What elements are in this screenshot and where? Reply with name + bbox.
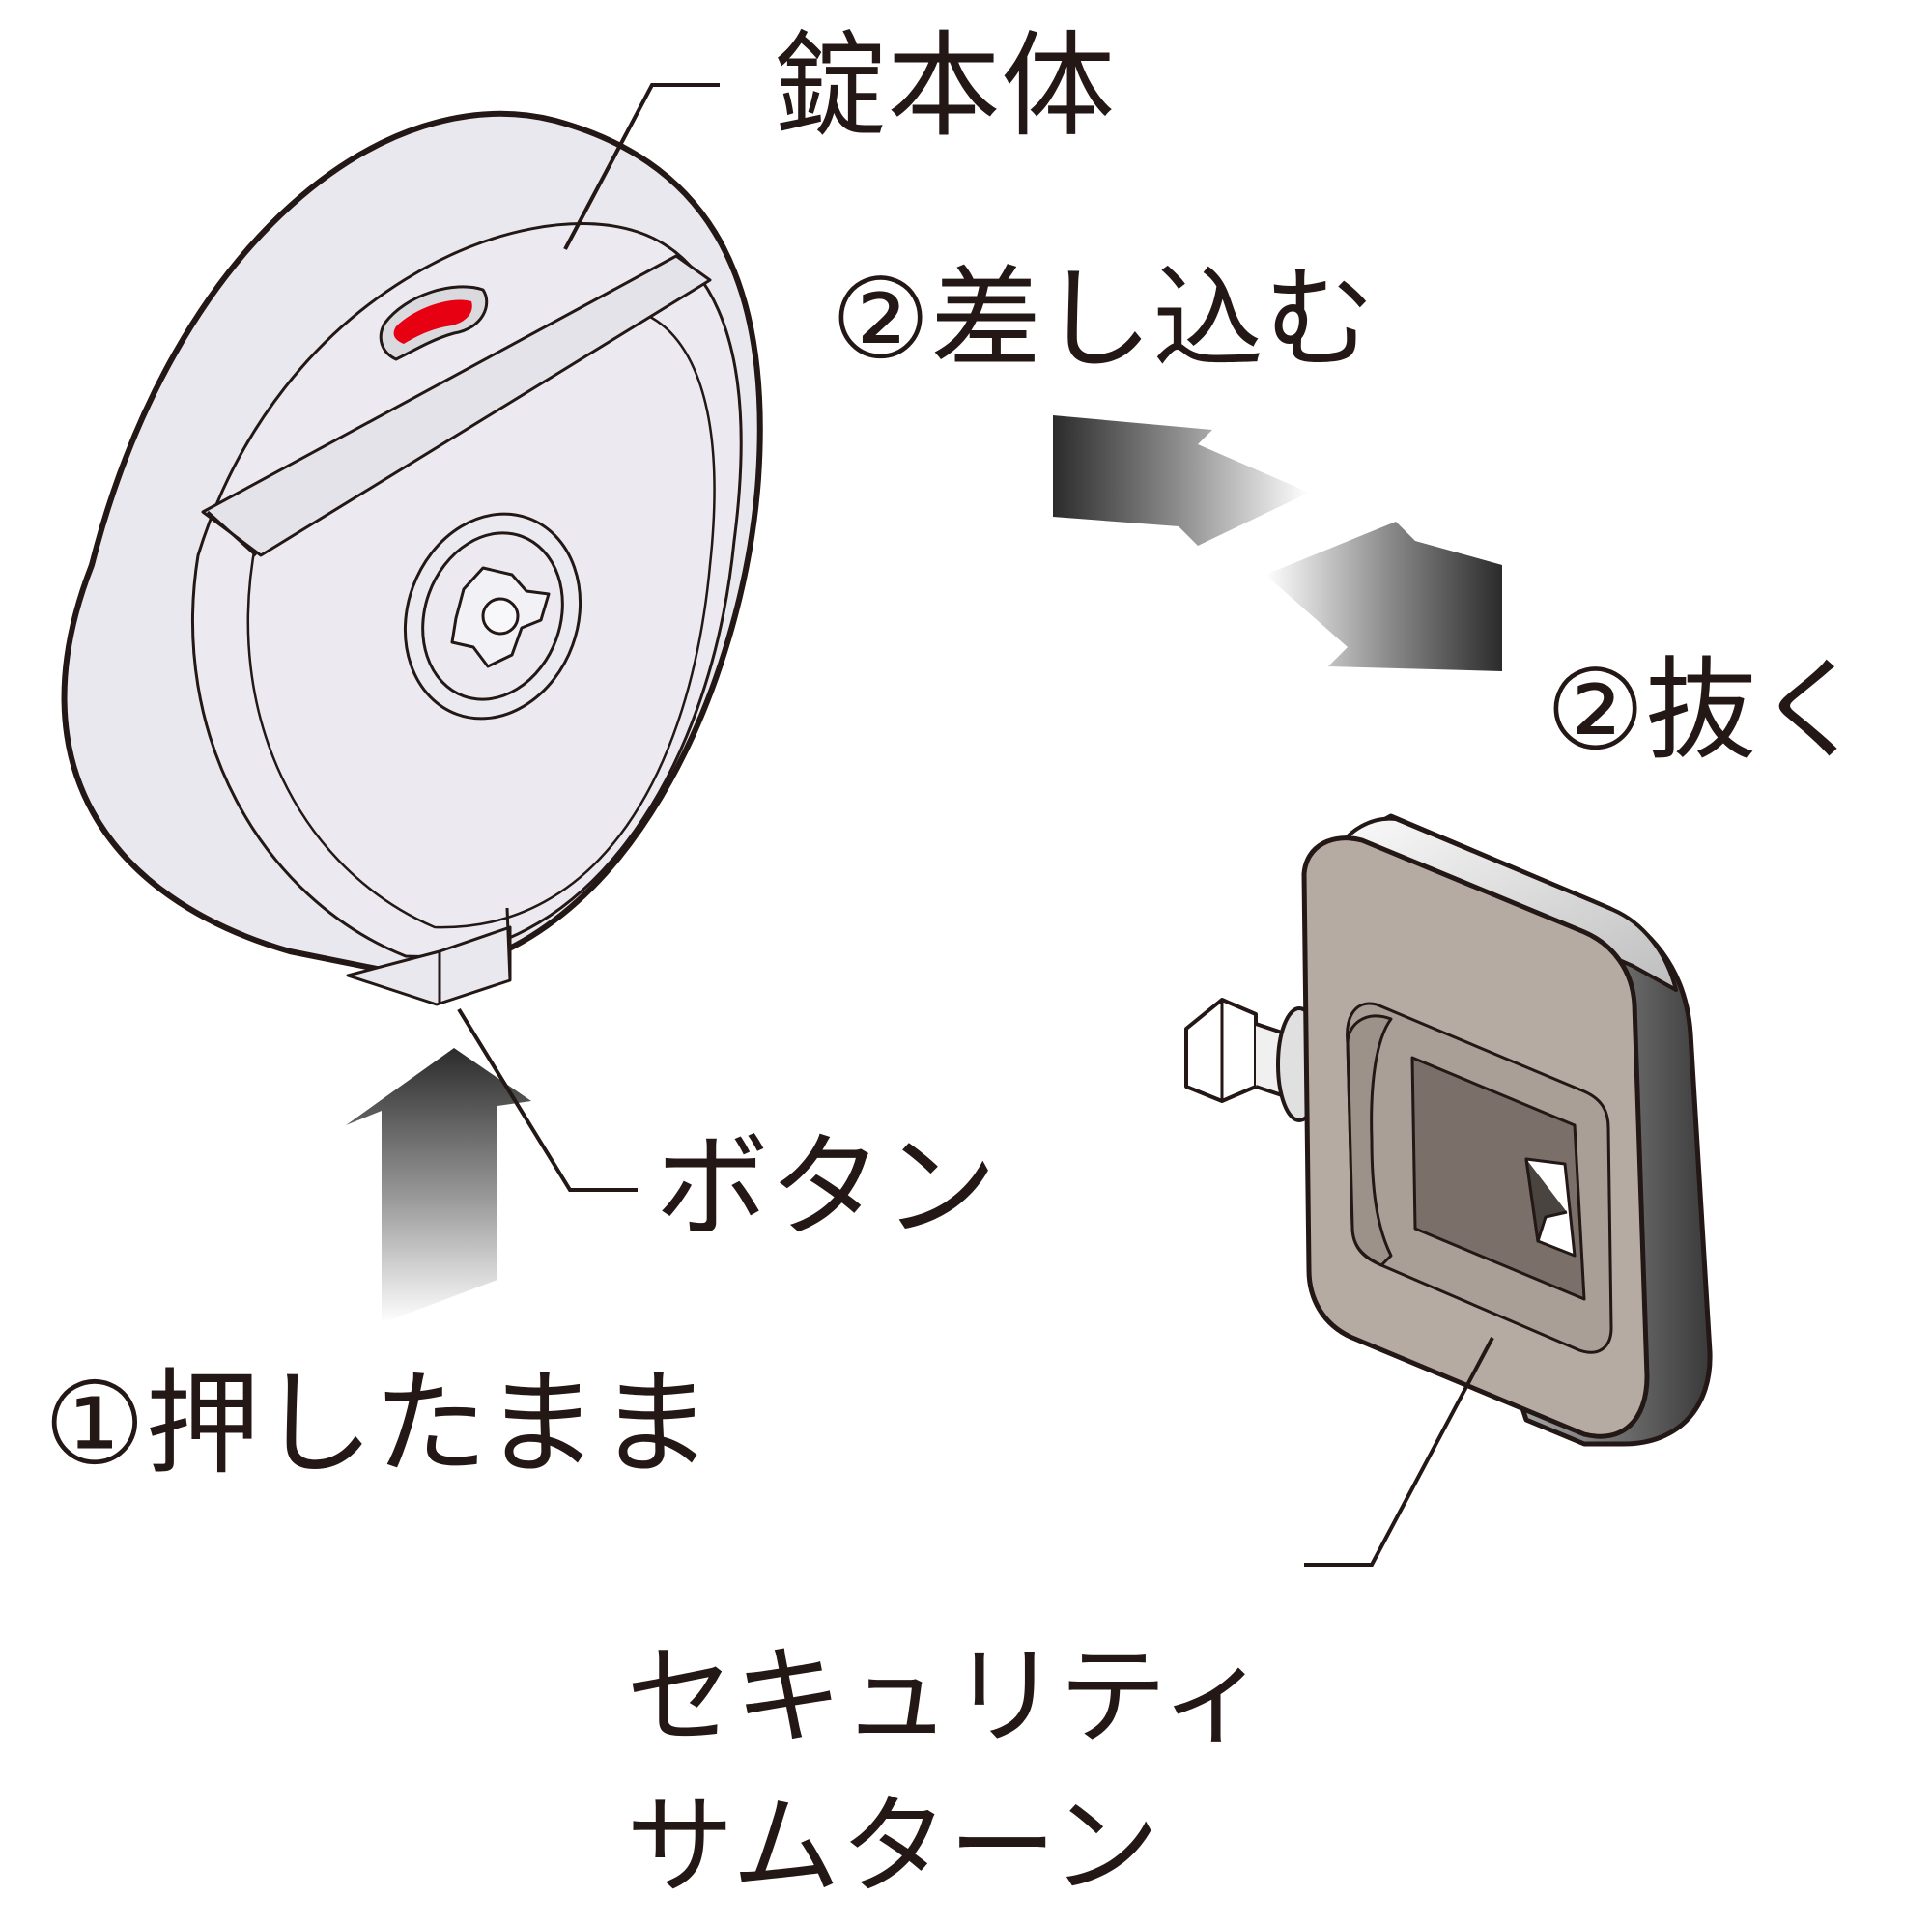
lock-button: [346, 907, 512, 1006]
key-cylinder: [403, 512, 582, 721]
thumb-turn-tab: [1524, 1157, 1577, 1258]
insert-arrow: [1053, 415, 1309, 546]
label-thumb-turn-line1: セキュリティ: [626, 1634, 1268, 1760]
label-remove: ②抜く: [1546, 646, 1867, 776]
indicator-window: [379, 285, 489, 361]
label-lock-body: 錠本体: [773, 19, 1115, 153]
label-hold-pressed: ①押したまま: [43, 1357, 712, 1490]
leader-lines: [457, 83, 1494, 1567]
label-button: ボタン: [655, 1120, 997, 1254]
label-insert: ②差し込む: [831, 255, 1375, 384]
thumb-turn-shaft: [1184, 998, 1322, 1122]
security-thumb-turn: [1184, 813, 1713, 1447]
red-indicator: [393, 299, 472, 344]
leader-thumb-turn: [1304, 1337, 1494, 1567]
lock-body: [61, 110, 763, 1006]
label-thumb-turn-line2: サムターン: [626, 1784, 1159, 1910]
remove-arrow: [1265, 522, 1502, 671]
leader-lock-body: [563, 83, 720, 250]
leader-button: [457, 1007, 638, 1192]
push-up-arrow: [346, 1048, 531, 1323]
